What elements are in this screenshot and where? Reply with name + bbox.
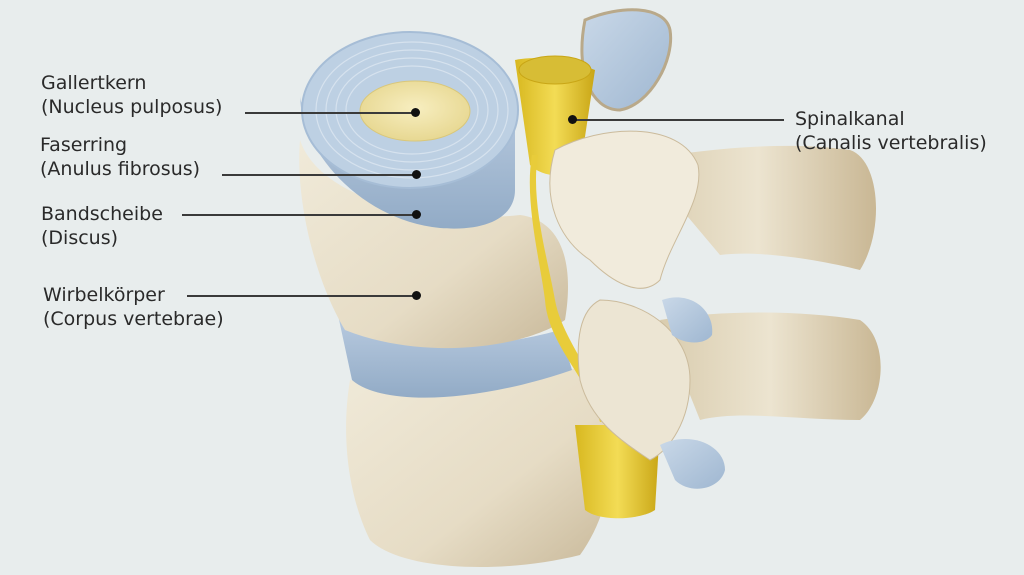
- label-vertebral-body-latin: (Corpus vertebrae): [43, 308, 224, 330]
- pointer-dot-vertebral-body: [412, 291, 421, 300]
- leader-line-disc: [182, 214, 414, 216]
- leader-line-nucleus: [245, 112, 413, 114]
- label-anulus-name: Faserring: [40, 134, 128, 156]
- pointer-dot-nucleus: [411, 108, 420, 117]
- label-anulus-fibrosus: Faserring (Anulus fibrosus): [40, 133, 200, 181]
- label-disc-name: Bandscheibe: [41, 203, 163, 225]
- label-disc-latin: (Discus): [41, 227, 119, 249]
- label-discus: Bandscheibe (Discus): [41, 202, 163, 250]
- label-canalis-vertebralis: Spinalkanal (Canalis vertebralis): [795, 107, 987, 155]
- pointer-dot-spinal-canal: [568, 115, 577, 124]
- pointer-dot-anulus: [412, 170, 421, 179]
- label-nucleus-pulposus: Gallertkern (Nucleus pulposus): [41, 71, 222, 119]
- pointer-dot-disc: [412, 210, 421, 219]
- label-anulus-latin: (Anulus fibrosus): [40, 158, 201, 180]
- label-corpus-vertebrae: Wirbelkörper (Corpus vertebrae): [43, 283, 224, 331]
- leader-line-anulus: [222, 174, 414, 176]
- leader-line-spinal-canal: [572, 119, 784, 121]
- leader-line-vertebral-body: [187, 295, 414, 297]
- label-vertebral-body-name: Wirbelkörper: [43, 284, 165, 306]
- label-spinal-canal-latin: (Canalis vertebralis): [795, 132, 987, 154]
- label-spinal-canal-name: Spinalkanal: [795, 108, 905, 130]
- label-nucleus-name: Gallertkern: [41, 72, 147, 94]
- label-nucleus-latin: (Nucleus pulposus): [41, 96, 223, 118]
